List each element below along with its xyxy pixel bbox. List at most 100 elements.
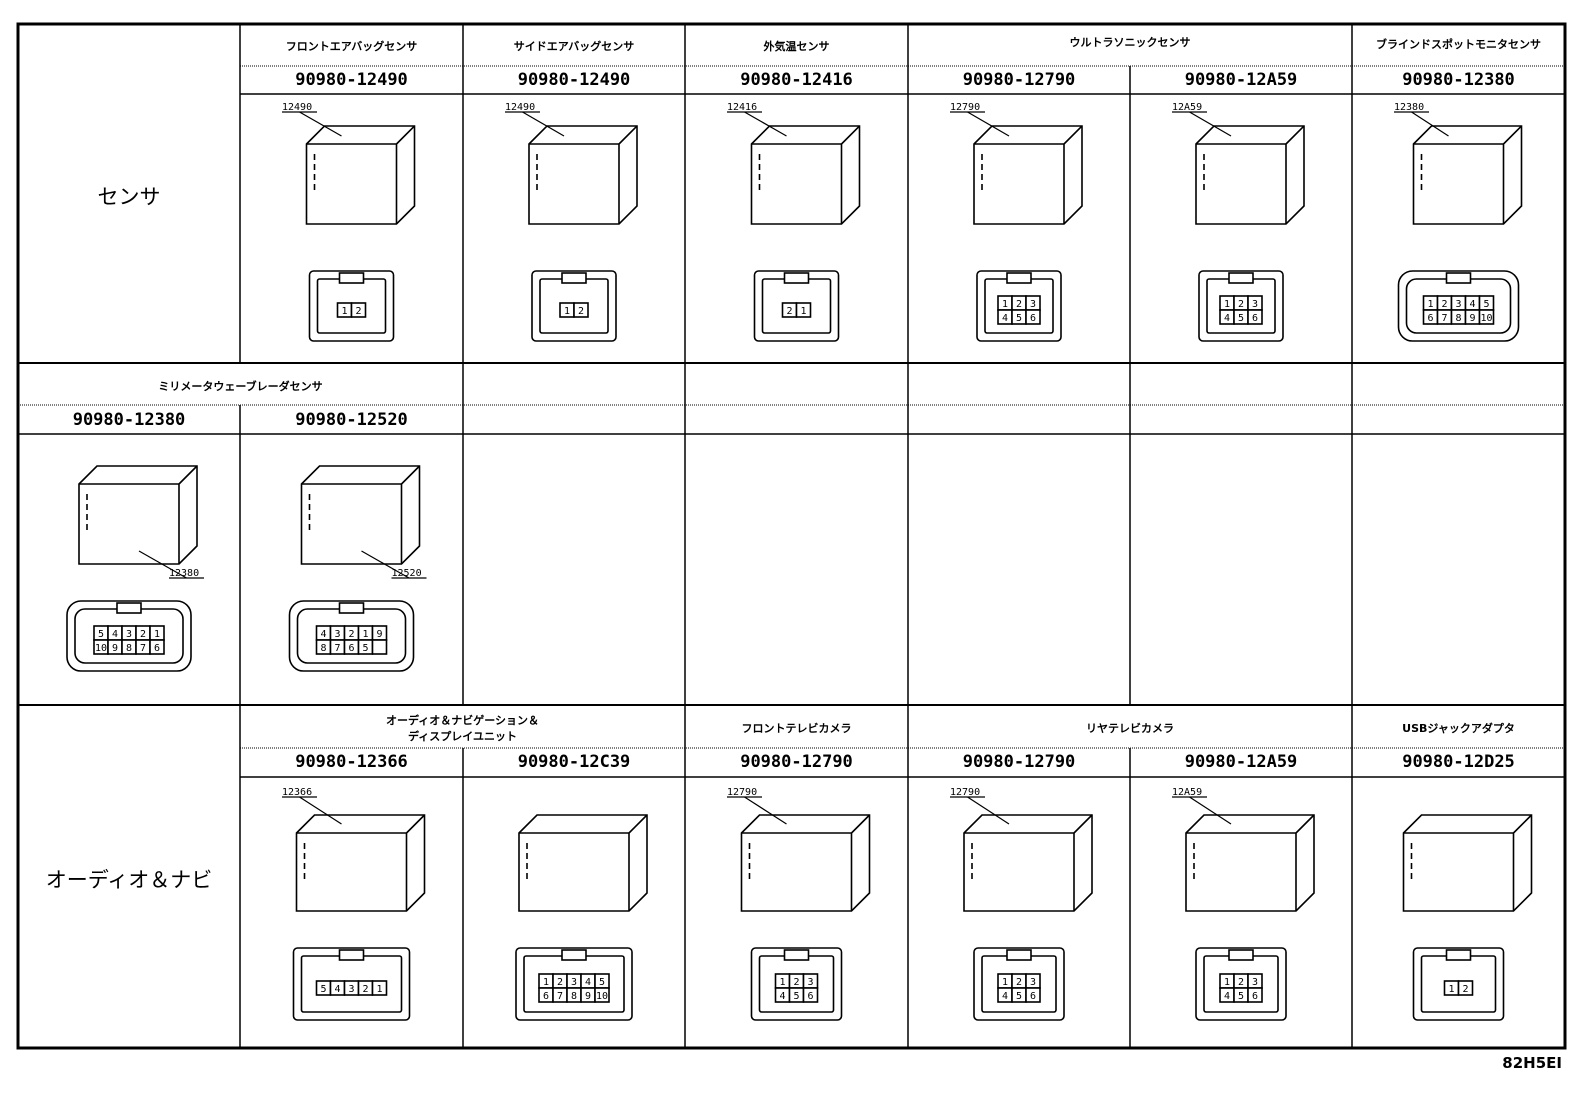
svg-text:10: 10 bbox=[1480, 313, 1492, 324]
svg-text:4: 4 bbox=[1469, 299, 1475, 310]
part-number: 90980-12380 bbox=[72, 410, 186, 430]
svg-text:3: 3 bbox=[1455, 299, 1461, 310]
svg-text:2: 2 bbox=[348, 629, 354, 640]
part-number: 90980-12380 bbox=[1402, 70, 1515, 90]
svg-text:5: 5 bbox=[320, 984, 326, 995]
header-blind-spot-sensor: ブラインドスポットモニタセンサ bbox=[1376, 38, 1541, 51]
header-front-airbag-sensor: フロントエアバッグセンサ bbox=[285, 40, 418, 53]
svg-text:5: 5 bbox=[362, 643, 368, 654]
svg-text:2: 2 bbox=[355, 306, 361, 317]
svg-text:8: 8 bbox=[126, 643, 132, 654]
header-usb-jack-adapter: USBジャックアダプタ bbox=[1402, 722, 1515, 735]
header-ultrasonic-sensor: ウルトラソニックセンサ bbox=[1069, 36, 1191, 49]
header-outside-temp-sensor: 外気温センサ bbox=[763, 40, 830, 53]
svg-text:8: 8 bbox=[1455, 313, 1461, 324]
svg-text:3: 3 bbox=[1252, 299, 1258, 310]
svg-text:1: 1 bbox=[341, 306, 347, 317]
svg-text:6: 6 bbox=[1427, 313, 1433, 324]
category-audio-navi: オーディオ＆ナビ bbox=[45, 868, 213, 892]
svg-text:4: 4 bbox=[1224, 313, 1230, 324]
svg-text:12A59: 12A59 bbox=[1172, 787, 1202, 798]
svg-text:4: 4 bbox=[585, 977, 591, 988]
svg-text:2: 2 bbox=[1441, 299, 1447, 310]
part-number: 90980-12790 bbox=[962, 70, 1076, 90]
svg-text:3: 3 bbox=[334, 629, 340, 640]
svg-text:2: 2 bbox=[786, 306, 792, 317]
svg-text:4: 4 bbox=[320, 629, 326, 640]
header-mmwave-radar-sensor: ミリメータウェーブレーダセンサ bbox=[158, 380, 323, 393]
svg-text:2: 2 bbox=[1238, 977, 1244, 988]
svg-text:4: 4 bbox=[334, 984, 340, 995]
svg-text:10: 10 bbox=[596, 991, 608, 1002]
svg-text:1: 1 bbox=[376, 984, 382, 995]
svg-text:2: 2 bbox=[793, 977, 799, 988]
svg-text:9: 9 bbox=[376, 629, 382, 640]
header-audio-nav-display-line2: ディスプレイユニット bbox=[407, 730, 517, 743]
part-number: 90980-12A59 bbox=[1184, 752, 1298, 772]
svg-text:3: 3 bbox=[1252, 977, 1258, 988]
svg-text:12380: 12380 bbox=[169, 568, 199, 579]
svg-text:12380: 12380 bbox=[1394, 102, 1424, 113]
svg-text:5: 5 bbox=[599, 977, 605, 988]
svg-text:12520: 12520 bbox=[392, 568, 422, 579]
svg-text:2: 2 bbox=[557, 977, 563, 988]
svg-text:3: 3 bbox=[807, 977, 813, 988]
svg-text:2: 2 bbox=[362, 984, 368, 995]
part-number: 90980-12490 bbox=[295, 70, 408, 90]
header-rear-tv-camera: リヤテレビカメラ bbox=[1086, 722, 1174, 735]
svg-text:6: 6 bbox=[348, 643, 354, 654]
svg-text:4: 4 bbox=[779, 991, 785, 1002]
header-front-tv-camera: フロントテレビカメラ bbox=[741, 722, 852, 735]
svg-text:5: 5 bbox=[1016, 991, 1022, 1002]
svg-text:12790: 12790 bbox=[950, 102, 980, 113]
header-side-airbag-sensor: サイドエアバッグセンサ bbox=[513, 40, 635, 53]
svg-text:1: 1 bbox=[1427, 299, 1433, 310]
svg-text:5: 5 bbox=[1016, 313, 1022, 324]
svg-text:1: 1 bbox=[1002, 299, 1008, 310]
svg-text:3: 3 bbox=[126, 629, 132, 640]
part-number: 90980-12790 bbox=[962, 752, 1076, 772]
svg-text:12790: 12790 bbox=[727, 787, 757, 798]
svg-text:8: 8 bbox=[320, 643, 326, 654]
svg-text:6: 6 bbox=[1030, 313, 1036, 324]
svg-text:2: 2 bbox=[1016, 299, 1022, 310]
part-number: 90980-12520 bbox=[295, 410, 408, 430]
part-number: 90980-12490 bbox=[517, 70, 631, 90]
svg-text:12790: 12790 bbox=[950, 787, 980, 798]
svg-text:6: 6 bbox=[1252, 313, 1258, 324]
reference-code: 82H5EI bbox=[1502, 1054, 1562, 1072]
svg-text:1: 1 bbox=[564, 306, 570, 317]
svg-text:5: 5 bbox=[1238, 991, 1244, 1002]
part-number: 90980-12C39 bbox=[517, 752, 631, 772]
svg-text:5: 5 bbox=[98, 629, 104, 640]
svg-text:6: 6 bbox=[1252, 991, 1258, 1002]
svg-text:3: 3 bbox=[1030, 977, 1036, 988]
svg-text:2: 2 bbox=[578, 306, 584, 317]
svg-text:1: 1 bbox=[1448, 984, 1454, 995]
svg-text:4: 4 bbox=[112, 629, 118, 640]
svg-text:3: 3 bbox=[571, 977, 577, 988]
svg-text:2: 2 bbox=[1016, 977, 1022, 988]
svg-text:8: 8 bbox=[571, 991, 577, 1002]
svg-text:4: 4 bbox=[1224, 991, 1230, 1002]
svg-text:5: 5 bbox=[1483, 299, 1489, 310]
svg-text:9: 9 bbox=[1469, 313, 1475, 324]
svg-text:9: 9 bbox=[585, 991, 591, 1002]
svg-text:7: 7 bbox=[557, 991, 563, 1002]
svg-text:9: 9 bbox=[112, 643, 118, 654]
part-number: 90980-12A59 bbox=[1184, 70, 1298, 90]
svg-text:6: 6 bbox=[154, 643, 160, 654]
svg-text:7: 7 bbox=[1441, 313, 1447, 324]
svg-text:6: 6 bbox=[807, 991, 813, 1002]
svg-text:6: 6 bbox=[543, 991, 549, 1002]
